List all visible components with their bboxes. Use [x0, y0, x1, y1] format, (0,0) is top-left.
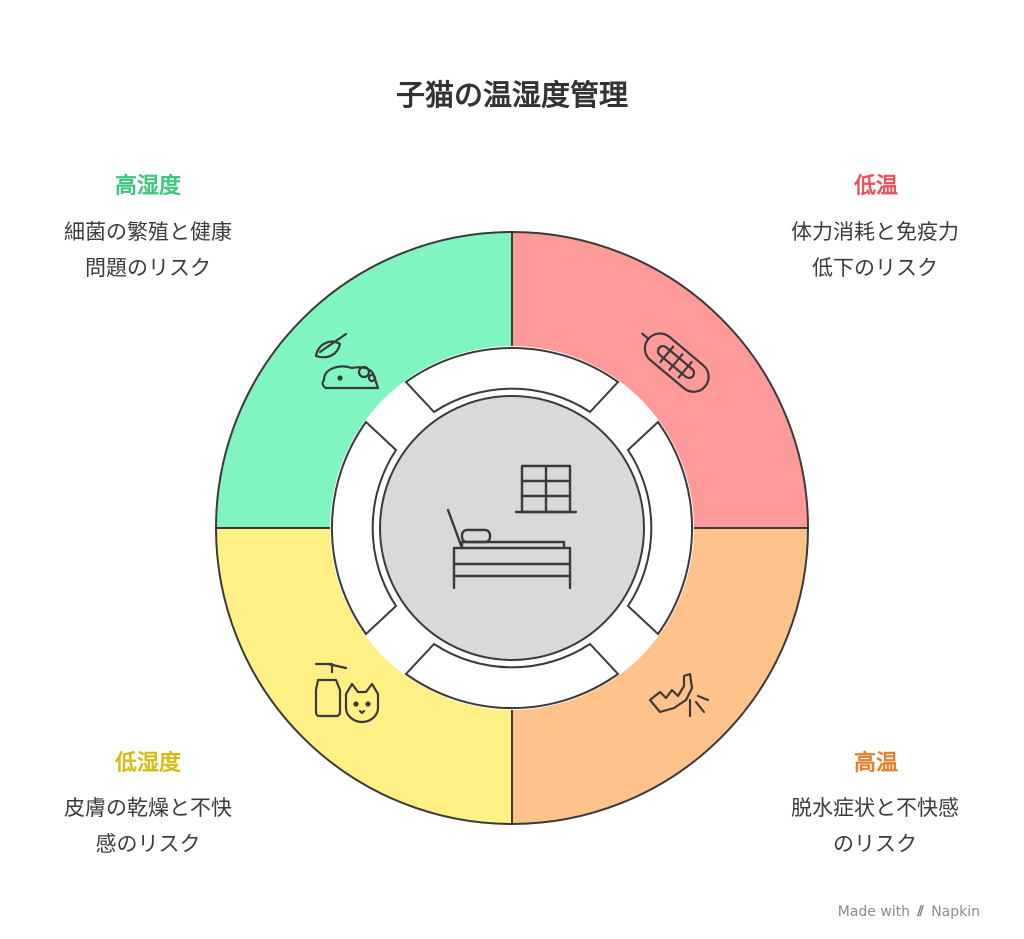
- thermometer-icon: [641, 332, 710, 393]
- high-temp-heading: 高温: [853, 751, 898, 776]
- ring-arc-right: [626, 420, 693, 636]
- low-temp-description: 体力消耗と免疫力 低下のリスク: [745, 214, 1005, 286]
- low-humidity-heading: 低湿度: [114, 751, 181, 776]
- napkin-logo-icon: ⫽: [917, 904, 924, 920]
- inner-ring: [331, 347, 693, 709]
- high-humidity-heading: 高湿度: [114, 174, 181, 199]
- lotion-cat-icon: [314, 662, 380, 724]
- low-humidity-line1: 皮膚の乾燥と不快: [64, 796, 232, 820]
- bed-window-icon: [446, 464, 578, 590]
- ring-arc-top: [404, 347, 620, 414]
- low-humidity-description: 皮膚の乾燥と不快 感のリスク: [18, 790, 278, 862]
- brand-prefix: Made with: [837, 904, 911, 920]
- mouse-leaf-icon: [314, 332, 380, 390]
- low-temp-heading: 低温: [853, 174, 898, 199]
- high-humidity-line1: 細菌の繁殖と健康: [64, 220, 232, 244]
- low-temp-line1: 体力消耗と免疫力: [791, 220, 959, 244]
- high-humidity-description: 細菌の繁殖と健康 問題のリスク: [18, 214, 278, 286]
- low-humidity-line2: 感のリスク: [95, 832, 201, 856]
- page-title: 子猫の温湿度管理: [395, 78, 628, 112]
- high-temp-description: 脱水症状と不快感 のリスク: [745, 790, 1005, 862]
- ring-arc-bottom: [404, 642, 620, 709]
- napkin-brand: Made with ⫽ Napkin: [838, 904, 980, 920]
- pointing-hand-icon: [648, 672, 710, 718]
- low-temp-line2: 低下のリスク: [812, 256, 938, 280]
- high-humidity-line2: 問題のリスク: [85, 256, 211, 280]
- high-temp-line2: のリスク: [833, 832, 917, 856]
- high-temp-line1: 脱水症状と不快感: [791, 796, 959, 820]
- center-circle: [379, 395, 645, 661]
- ring-arc-left: [331, 420, 398, 636]
- brand-name: Napkin: [931, 904, 980, 920]
